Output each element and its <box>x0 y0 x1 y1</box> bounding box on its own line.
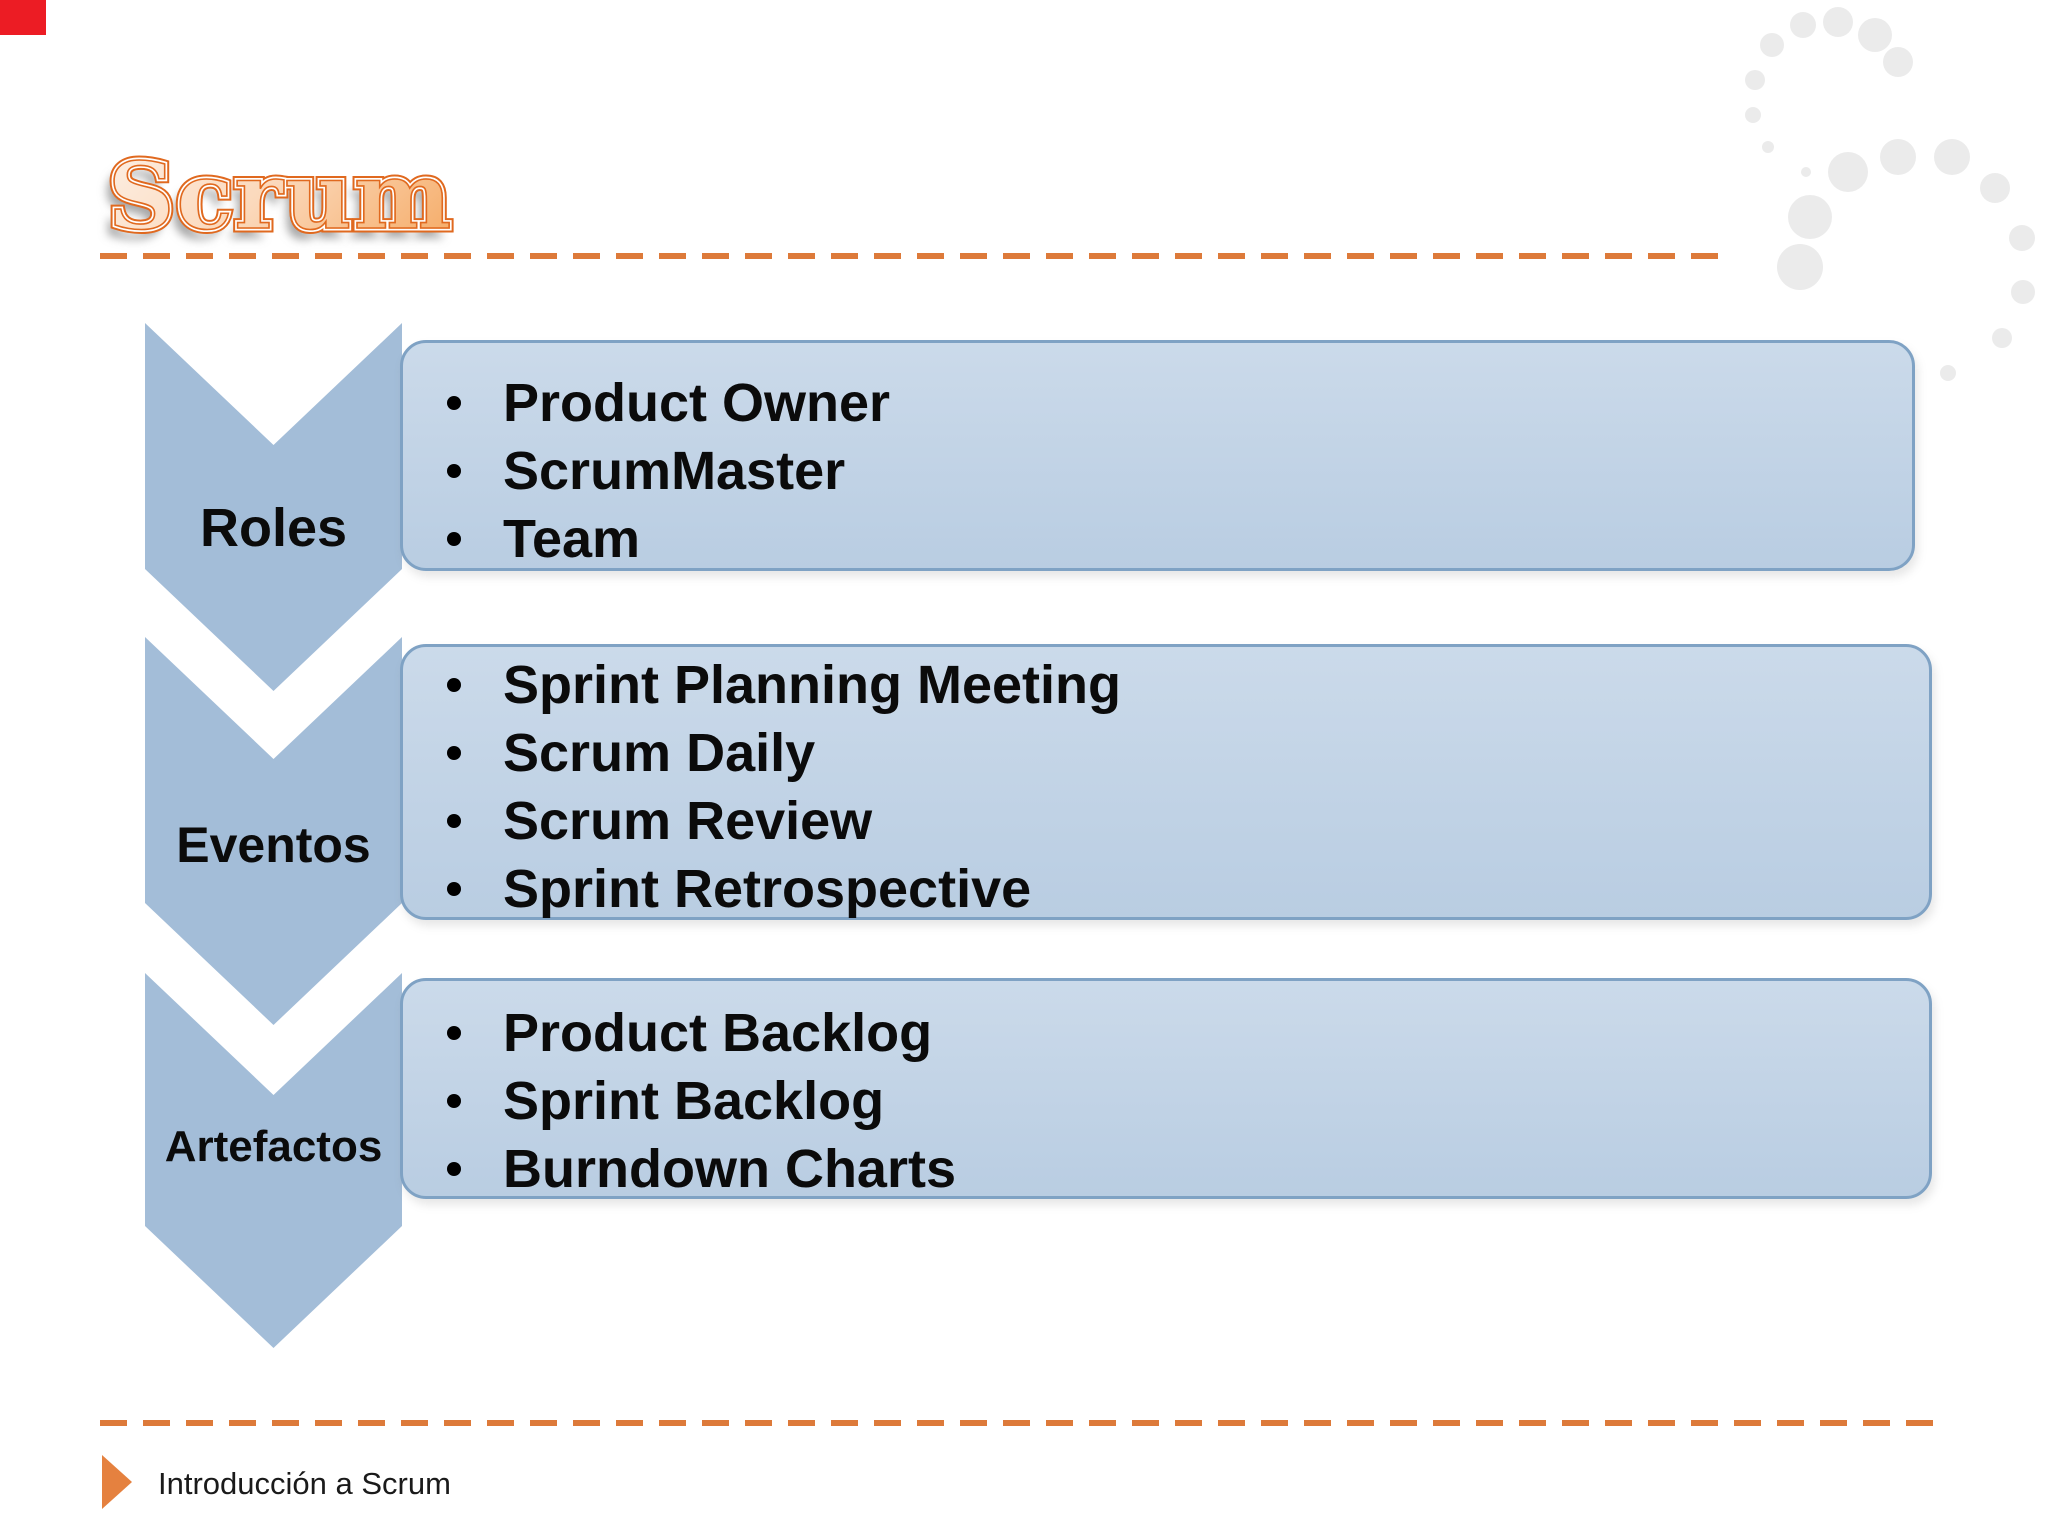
dot <box>2009 225 2035 251</box>
dot <box>1760 33 1784 57</box>
dot <box>1858 18 1892 52</box>
chevron-label: Artefactos <box>164 1122 383 1171</box>
dot <box>1992 328 2012 348</box>
chevron-shape-eventos: Eventos <box>145 637 402 1025</box>
chevron-label: Eventos <box>176 817 371 873</box>
dot <box>1777 244 1823 290</box>
list-item: Scrum Review <box>403 787 1929 855</box>
dot <box>1788 195 1832 239</box>
dot <box>2011 280 2035 304</box>
dot <box>1801 167 1811 177</box>
dot <box>1828 152 1868 192</box>
dot <box>1823 7 1853 37</box>
red-corner-mark <box>0 0 46 35</box>
page-title-shadow-layer: Scrum <box>103 141 455 251</box>
title-underline-dashed <box>100 253 1730 259</box>
list-item: Sprint Backlog <box>403 1067 1929 1135</box>
dot <box>1934 139 1970 175</box>
dot <box>1940 365 1956 381</box>
list-item: Product Owner <box>403 369 1912 437</box>
triangle-right-icon <box>102 1455 132 1509</box>
list-item: Sprint Planning Meeting <box>403 651 1929 719</box>
list-item: Product Backlog <box>403 999 1929 1067</box>
list-item: ScrumMaster <box>403 437 1912 505</box>
footer-divider-dashed <box>100 1420 1947 1426</box>
list-item: Team <box>403 505 1912 573</box>
footer-text: Introducción a Scrum <box>158 1466 451 1501</box>
dot <box>1745 70 1765 90</box>
list-item: Burndown Charts <box>403 1135 1929 1203</box>
dot <box>1980 173 2010 203</box>
chevron-shape-artefactos: Artefactos <box>145 973 402 1348</box>
chevron-shape-roles: Roles <box>145 323 402 691</box>
page-title-outline-layer: Scrum <box>105 143 453 249</box>
dot <box>1880 139 1916 175</box>
page-title-text: Scrum <box>107 142 454 250</box>
dot <box>1790 12 1816 38</box>
dot <box>1745 107 1761 123</box>
chevron-label: Roles <box>199 498 348 558</box>
dot <box>1762 141 1774 153</box>
dot <box>1883 47 1913 77</box>
list-item: Scrum Daily <box>403 719 1929 787</box>
list-item: Sprint Retrospective <box>403 855 1929 923</box>
